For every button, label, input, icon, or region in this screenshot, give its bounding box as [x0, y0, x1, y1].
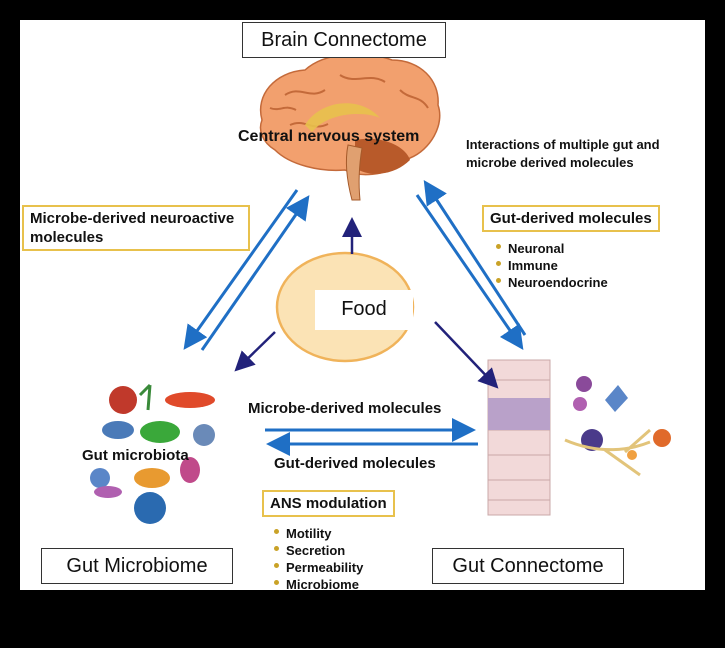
food-label: Food: [341, 298, 387, 320]
list-item: Secretion: [273, 542, 363, 559]
arrows: [183, 179, 527, 456]
list-item: Neuronal: [495, 240, 608, 257]
ans-modulation-box: ANS modulation: [262, 490, 395, 517]
ans-list: Motility Secretion Permeability Microbio…: [273, 525, 363, 590]
arrow-food-to-gut: [434, 321, 499, 389]
list-item: Permeability: [273, 559, 363, 576]
food-arrows: [234, 217, 499, 389]
gut-microbiome-box: Gut Microbiome: [41, 548, 233, 584]
microbiota-illustration: [90, 383, 215, 524]
brain-connectome-box: Brain Connectome: [242, 22, 446, 58]
microbe-derived-molecules-label: Microbe-derived molecules: [248, 400, 442, 417]
gut-epithelium-illustration: [487, 359, 671, 516]
cns-label: Central nervous system: [238, 128, 420, 145]
food-label-bg: [315, 290, 413, 330]
gut-derived-box: Gut-derived molecules: [482, 205, 660, 232]
gut-derived-list: Neuronal Immune Neuroendocrine: [495, 240, 608, 291]
arrow-gut-to-brain: [423, 179, 527, 336]
list-item: Neuroendocrine: [495, 274, 608, 291]
list-item: Motility: [273, 525, 363, 542]
microbe-neuroactive-box: Microbe-derived neuroactive molecules: [22, 205, 250, 251]
arrow-brain-to-gut: [415, 194, 524, 350]
arrow-brain-to-microbiota: [183, 189, 299, 350]
gut-derived-molecules-label: Gut-derived molecules: [274, 455, 436, 472]
list-item: Immune: [495, 257, 608, 274]
brain-illustration: [259, 53, 441, 201]
interactions-label: Interactions of multiple gut and microbe…: [466, 137, 660, 170]
list-item: Microbiome: [273, 576, 363, 590]
arrow-food-to-microbiota: [234, 331, 276, 372]
gut-microbiota-label: Gut microbiota: [82, 447, 189, 464]
gut-connectome-box: Gut Connectome: [432, 548, 624, 584]
arrow-microbiota-to-brain: [200, 195, 310, 351]
